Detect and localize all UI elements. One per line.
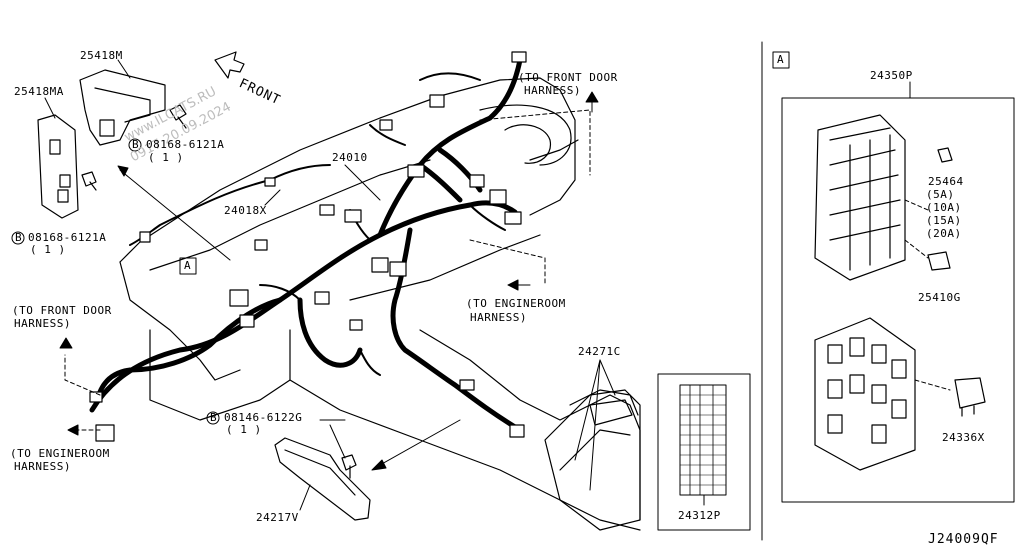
to-engineroom-left-line2: HARNESS) <box>14 460 71 473</box>
part-25418MA-label: 25418MA <box>14 85 64 98</box>
fuse-15a-label: (15A) <box>926 214 962 227</box>
inset-a-letter: A <box>777 53 785 66</box>
front-direction-arrow <box>214 51 245 79</box>
relay-25410G-drawing <box>927 251 951 271</box>
fuse-25464-drawing <box>937 147 953 163</box>
callout-a-letter: A <box>184 259 192 272</box>
bolt-lower-qty: ( 1 ) <box>226 423 262 436</box>
part-24336X-label: 24336X <box>942 431 985 444</box>
bolt-symbol-circle-upper <box>128 138 142 152</box>
to-engineroom-left-line1: (TO ENGINEROOM <box>10 447 110 460</box>
part-24010-label: 24010 <box>332 151 368 164</box>
bolt-upper-symbol: B <box>132 138 140 151</box>
bolt-upper-qty: ( 1 ) <box>148 151 184 164</box>
inset-a-frame <box>781 97 1015 503</box>
part-24018X-label: 24018X <box>224 204 267 217</box>
to-front-door-left-line1: (TO FRONT DOOR <box>12 304 112 317</box>
bracket-25418MA-drawing <box>37 114 79 219</box>
part-25418M-label: 25418M <box>80 49 123 62</box>
fuse-leader <box>904 199 929 211</box>
callout-a-box <box>179 257 197 275</box>
bolt-lower-symbol: B <box>210 411 218 424</box>
bolt-left-part-number: 08168-6121A <box>28 231 107 244</box>
bolt-symbol-circle-lower <box>206 411 220 425</box>
harness-cover-24271C-drawing <box>544 389 641 531</box>
bracket-24217V-drawing <box>274 437 371 521</box>
part-24312P-label: 24312P <box>678 509 721 522</box>
diagram-code: J24009QF <box>928 532 999 547</box>
part-24271C-label: 24271C <box>578 345 621 358</box>
part-24350P-label: 24350P <box>870 69 913 82</box>
inset-a-label-box <box>772 51 790 69</box>
leader-lines <box>44 59 616 511</box>
bolt-upper-part-number: 08168-6121A <box>146 138 225 151</box>
bolt-lower-part-number: 08146-6122G <box>224 411 303 424</box>
instrument-panel-outline <box>119 77 641 531</box>
fuse-block-24350P-drawing <box>814 114 906 281</box>
relay-leader <box>904 239 929 259</box>
part-25464-label: 25464 <box>928 175 964 188</box>
connector-blocks <box>89 51 527 442</box>
bolt-left-symbol: B <box>15 231 23 244</box>
to-front-door-top-line1: (TO FRONT DOOR <box>518 71 618 84</box>
fuse-10a-label: (10A) <box>926 201 962 214</box>
to-front-door-left-line2: HARNESS) <box>14 317 71 330</box>
part-25410G-label: 25410G <box>918 291 961 304</box>
part-24217V-label: 24217V <box>256 511 299 524</box>
to-engineroom-mid-line1: (TO ENGINEROOM <box>466 297 566 310</box>
to-engineroom-mid-line2: HARNESS) <box>470 311 527 324</box>
bolt-left-qty: ( 1 ) <box>30 243 66 256</box>
relay-block-drawing <box>814 317 916 471</box>
bolt-symbol-circle-left <box>11 231 25 245</box>
relay-24336X-drawing <box>954 377 986 417</box>
bolt-drawings <box>81 104 357 479</box>
to-front-door-top-line2: HARNESS) <box>524 84 581 97</box>
bracket-25418M-drawing <box>79 69 166 146</box>
relay-24336X-leader <box>914 379 951 391</box>
fuse-5a-label: (5A) <box>926 188 955 201</box>
fuse-20a-label: (20A) <box>926 227 962 240</box>
label-card-24312P-frame <box>657 373 751 531</box>
